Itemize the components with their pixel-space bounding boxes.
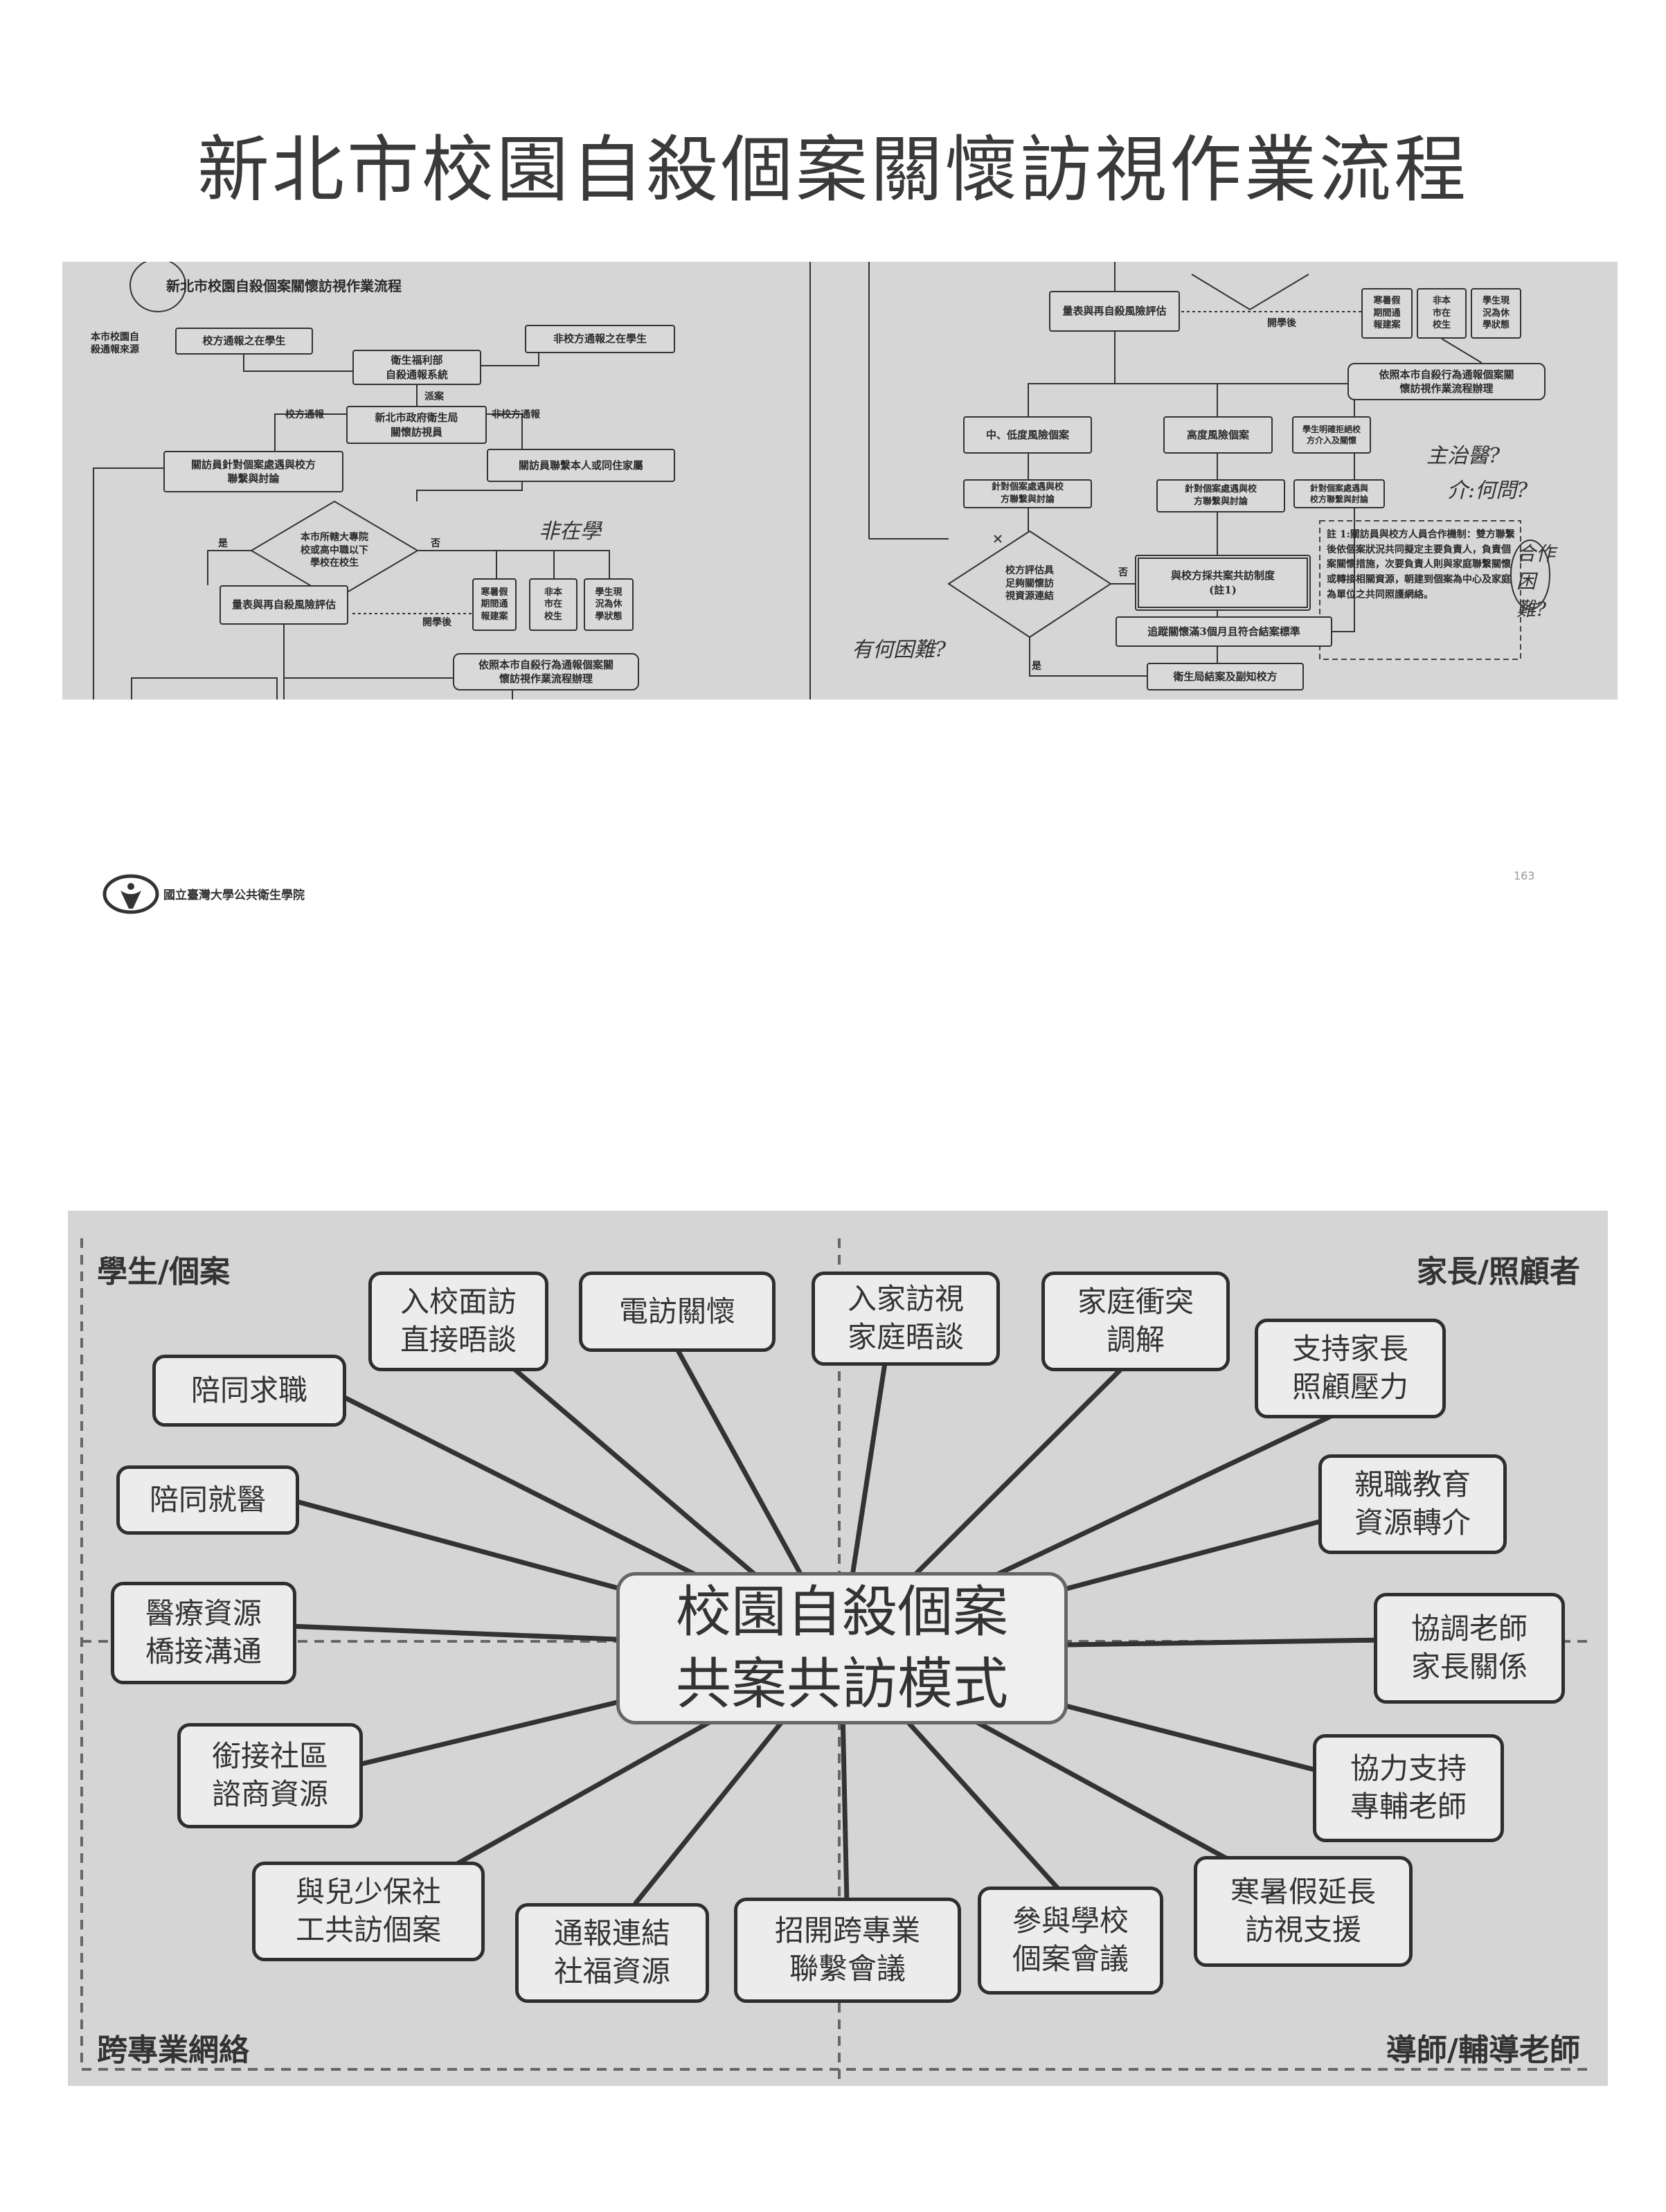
diagram-node: 銜接社區 諮商資源 — [177, 1723, 363, 1828]
corner-label-teacher: 導師/輔導老師 — [1386, 2033, 1580, 2068]
page-title: 新北市校園自殺個案關懷訪視作業流程 — [197, 127, 1469, 212]
handwritten-note: 有何困難? — [852, 638, 947, 662]
refused-box: 學生明確拒絕校 方介入及關懷 — [1292, 416, 1371, 454]
center-node: 校園自殺個案 共案共訪模式 — [616, 1572, 1068, 1724]
assessment-box: 量表與再自殺風險評估 — [220, 585, 348, 625]
diagram-node: 參與學校 個案會議 — [978, 1887, 1163, 1995]
handwritten-note: 非在學 — [539, 519, 601, 544]
handwritten-note: 介:何問? — [1447, 479, 1528, 503]
health-bureau-box: 新北市政府衛生局 關懷訪視員 — [346, 406, 487, 444]
diagram-node: 家庭衝突 調解 — [1041, 1272, 1230, 1371]
visitor-family-box: 關訪員聯繫本人或同住家屬 — [487, 449, 675, 482]
school-reported-box: 校方通報之在學生 — [175, 328, 313, 355]
non-school-reported-box: 非校方通報之在學生 — [525, 325, 675, 353]
follow-procedure-box: 依照本市自殺行為通報個案關 懷訪視作業流程辦理 — [453, 653, 639, 690]
corner-label-student: 學生/個案 — [97, 1254, 231, 1290]
corner-label-parent: 家長/照顧者 — [1416, 1254, 1580, 1290]
flowchart-scan: 新北市校園自殺個案關懷訪視作業流程 本市校園自 殺通報來源 校方通報之在學生 非… — [62, 262, 1618, 699]
diagram-node: 協調老師 家長關係 — [1374, 1593, 1565, 1704]
diagram-node: 入校面訪 直接晤談 — [368, 1272, 548, 1371]
yes-label: 是 — [218, 538, 228, 549]
after-school-start-label: 開學後 — [422, 617, 451, 628]
diagram-node: 與兒少保社 工共訪個案 — [252, 1862, 485, 1961]
co-visit-model-diagram: 學生/個案 家長/照顧者 跨專業網絡 導師/輔導老師 校園自殺個案 共案共訪模式… — [68, 1211, 1608, 2086]
close-case-box: 衛生局結案及副知校方 — [1147, 663, 1304, 690]
institution-name: 國立臺灣大學公共衛生學院 — [163, 889, 305, 902]
diagram-node: 電訪關懷 — [579, 1272, 776, 1352]
non-city-box: 非本 市在 校生 — [529, 578, 577, 631]
suspended-box: 學生現 況為休 學狀態 — [584, 578, 634, 631]
diagram-node: 協力支持 專輔老師 — [1313, 1734, 1504, 1842]
diagram-node: 寒暑假延長 訪視支援 — [1194, 1856, 1413, 1967]
non-city-box-right: 非本 市在 校生 — [1417, 288, 1467, 339]
discuss-box-3: 針對個案處遇與 校方聯繫與討論 — [1293, 479, 1385, 508]
suspended-box-right: 學生現 況為休 學狀態 — [1471, 288, 1521, 339]
diagram-node: 招開跨專業 聯繫會議 — [734, 1898, 961, 2003]
diagram-node: 入家訪視 家庭晤談 — [812, 1272, 1000, 1366]
university-logo-icon — [102, 874, 159, 914]
no-label-right: 否 — [1118, 567, 1128, 578]
high-risk-box: 高度風險個案 — [1163, 416, 1273, 454]
diagram-node: 支持家長 照顧壓力 — [1255, 1319, 1446, 1418]
assessment-box-right: 量表與再自殺風險評估 — [1049, 291, 1180, 332]
follow-up-box: 追蹤關懷滿3個月且符合結案標準 — [1116, 616, 1332, 647]
note-1: 註 1:關訪員與校方人員合作機制：雙方聯繫後依個案狀況共同擬定主要負責人，負責個… — [1327, 529, 1515, 600]
yes-label-right: 是 — [1032, 661, 1041, 672]
diagram-node: 陪同就醫 — [116, 1465, 299, 1535]
diagram-node: 醫療資源 橋接溝通 — [111, 1582, 296, 1684]
school-report-label: 校方通報 — [285, 409, 324, 420]
holiday-box-right: 寒暑假 期間通 報建案 — [1361, 288, 1413, 339]
corner-label-network: 跨專業網絡 — [97, 2033, 249, 2068]
flowchart-title: 新北市校園自殺個案關懷訪視作業流程 — [166, 278, 402, 294]
visitor-school-box: 關訪員針對個案處遇與校方 聯繫與討論 — [163, 451, 343, 492]
decision-resources: 校方評估具 足夠關懷訪 視資源連結 — [1005, 564, 1054, 603]
co-visit-box: 與校方採共案共訪制度 (註1) — [1135, 555, 1311, 611]
discuss-box-1: 針對個案處遇與校 方聯繫與討論 — [963, 479, 1092, 508]
mohw-system-box: 衛生福利部 自殺通報系統 — [352, 350, 481, 385]
dispatch-label: 派案 — [424, 391, 444, 402]
discuss-box-2: 針對個案處遇與校 方聯繫與討論 — [1156, 479, 1285, 512]
page-number: 163 — [1514, 869, 1535, 882]
decision-in-school: 本市所轄大專院 校或高中職以下 學校在校生 — [301, 531, 368, 569]
handwritten-note: 合作困難? — [1516, 542, 1556, 621]
source-label: 本市校園自 殺通報來源 — [91, 332, 139, 356]
diagram-node: 通報連結 社福資源 — [515, 1903, 709, 2003]
mid-low-risk-box: 中、低度風險個案 — [963, 416, 1092, 454]
diagram-node: 陪同求職 — [152, 1355, 346, 1427]
no-label: 否 — [431, 538, 440, 549]
non-school-report-label: 非校方通報 — [492, 409, 540, 420]
after-school-start-label-right: 開學後 — [1267, 318, 1296, 329]
handwritten-note: 主治醫? — [1426, 444, 1501, 468]
diagram-node: 親職教育 資源轉介 — [1318, 1454, 1507, 1554]
follow-procedure-box-right: 依照本市自殺行為通報個案關 懷訪視作業流程辦理 — [1347, 363, 1546, 400]
holiday-box: 寒暑假 期間通 報建案 — [472, 578, 517, 631]
